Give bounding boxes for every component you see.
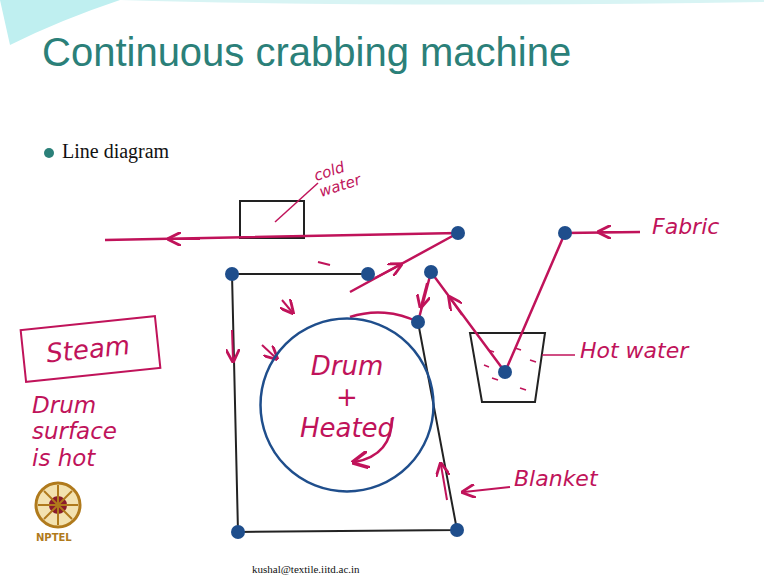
fabric-arrow <box>170 238 200 240</box>
steam-label: Steam <box>45 329 137 368</box>
fabric-arrow <box>600 231 620 233</box>
part-label: Fabric <box>652 214 719 239</box>
blanket-arrow <box>232 330 233 360</box>
cold-water-box <box>240 201 304 238</box>
footer-email: kushal@textile.iitd.ac.in <box>252 563 360 576</box>
blanket-belt <box>232 274 457 532</box>
dash-mark <box>318 262 330 265</box>
steam-arrow <box>262 345 276 358</box>
bullet-dot <box>44 148 54 158</box>
part-label: Blanket <box>514 466 598 491</box>
hot-water-tank <box>470 333 545 402</box>
leader-line <box>542 354 575 356</box>
fabric-arrow <box>375 265 400 278</box>
steam-arrow <box>282 300 292 312</box>
logo-text: NPTEL <box>36 532 72 544</box>
rollers <box>225 226 572 539</box>
fabric-arrow <box>450 298 462 315</box>
drum-circle-line <box>261 319 434 492</box>
logo <box>36 483 80 527</box>
slide-title: Continuous crabbing machine <box>42 30 571 75</box>
drum-label: Drum + Heated <box>297 351 397 445</box>
steam-box: Steam <box>20 315 162 383</box>
drum-circle: Drum + Heated <box>259 317 435 493</box>
leader-line <box>275 183 318 222</box>
blanket-arrow <box>441 465 447 500</box>
leader-arrow <box>464 487 510 492</box>
bullet-text: Line diagram <box>62 140 169 163</box>
note: Drum surface is hot <box>32 392 142 471</box>
part-label: Hot water <box>580 338 688 363</box>
fabric-arrow <box>421 283 427 306</box>
part-label: cold water <box>312 153 370 201</box>
top-band <box>120 0 764 5</box>
